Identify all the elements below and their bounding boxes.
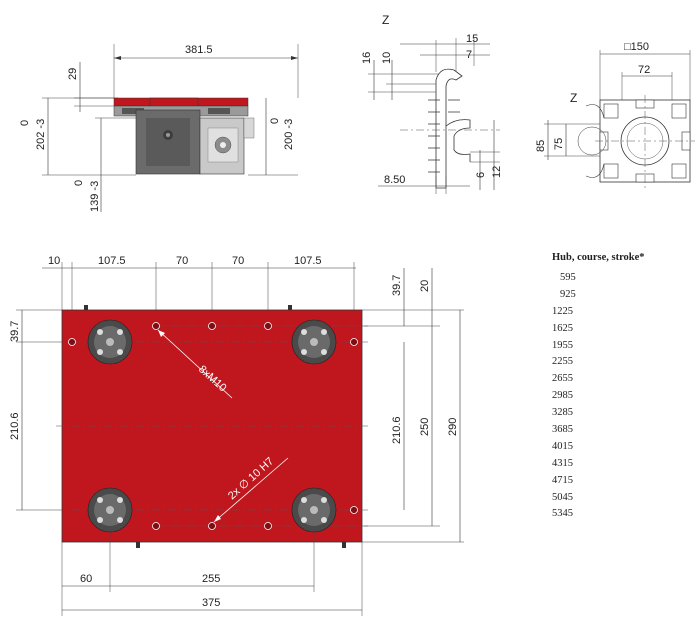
dim-15: 15 <box>466 33 478 45</box>
dim-left-0-a: 0 <box>19 120 31 126</box>
dim-bottom-255: 255 <box>202 573 220 585</box>
dim-202: 202 -3 <box>35 119 47 150</box>
stroke-row: 2985 <box>552 390 573 402</box>
stroke-row: 1955 <box>552 339 573 351</box>
wheel-bottom-left <box>87 487 133 533</box>
dim-top-107-a: 107.5 <box>98 255 126 267</box>
stroke-row: 1625 <box>552 322 573 334</box>
plate-view: 10 107.5 70 70 107.5 39.7 20 39.7 210.6 <box>9 255 464 616</box>
profile-section: □150 72 Z 85 75 <box>535 41 695 188</box>
stroke-row: 5345 <box>552 508 573 520</box>
wheel-bottom-right <box>291 487 337 533</box>
dim-right-0: 0 <box>269 118 281 124</box>
mounting-holes <box>68 322 358 530</box>
stroke-row: 2655 <box>552 373 573 385</box>
dim-12: 12 <box>491 166 503 178</box>
section-z-label: Z <box>570 91 577 105</box>
wheel-top-right <box>291 319 337 365</box>
wheel-top-left <box>87 319 133 365</box>
stroke-row: 595 <box>560 272 576 283</box>
stroke-table-header: Hub, course, stroke* <box>552 252 645 263</box>
dim-square-150: □150 <box>624 41 649 53</box>
stroke-row: 5045 <box>552 491 573 503</box>
stroke-row: 2255 <box>552 356 573 368</box>
dim-139: 139 -3 <box>89 181 101 212</box>
dim-75: 75 <box>553 138 565 150</box>
detail-title-z: Z <box>382 13 389 27</box>
dim-8-50: 8.50 <box>384 174 405 186</box>
stroke-row: 4315 <box>552 457 573 469</box>
stroke-row: 4715 <box>552 474 573 486</box>
dim-85: 85 <box>535 140 547 152</box>
top-view: 381.5 29 0 202 -3 0 139 -3 0 200 -3 <box>19 44 299 212</box>
stroke-row: 925 <box>560 288 576 300</box>
dim-right-250: 250 <box>419 418 431 436</box>
dim-29: 29 <box>67 68 79 80</box>
stroke-row: 1225 <box>552 305 573 317</box>
stroke-row: 3285 <box>552 407 573 419</box>
stroke-row: 4015 <box>552 440 573 452</box>
stroke-table: Hub, course, stroke* 595 925 1225 1625 1… <box>552 252 692 523</box>
dim-bottom-60: 60 <box>80 573 92 585</box>
dim-right-39-7: 39.7 <box>391 275 403 296</box>
dim-left-39-7: 39.7 <box>9 321 21 342</box>
dim-left-210-6: 210.6 <box>9 412 21 440</box>
dim-bottom-375: 375 <box>202 597 220 609</box>
dim-top-70-a: 70 <box>176 255 188 267</box>
stroke-row: 3685 <box>552 424 573 436</box>
dim-width-381: 381.5 <box>185 44 213 56</box>
dim-right-210-6: 210.6 <box>391 416 403 444</box>
dim-7: 7 <box>466 49 472 61</box>
dim-10: 10 <box>381 52 393 64</box>
dim-right-290: 290 <box>447 418 459 436</box>
dim-72: 72 <box>638 64 650 76</box>
dim-top-70-b: 70 <box>232 255 244 267</box>
profile-detail-z: Z 15 7 16 10 6 12 8.50 <box>361 13 503 194</box>
dim-top-10: 10 <box>48 255 60 267</box>
dim-left-0-b: 0 <box>73 180 85 186</box>
dim-right-20: 20 <box>419 280 431 292</box>
dim-top-107-b: 107.5 <box>294 255 322 267</box>
dim-16: 16 <box>361 52 373 64</box>
dim-200: 200 -3 <box>283 119 295 150</box>
dim-6: 6 <box>475 172 487 178</box>
